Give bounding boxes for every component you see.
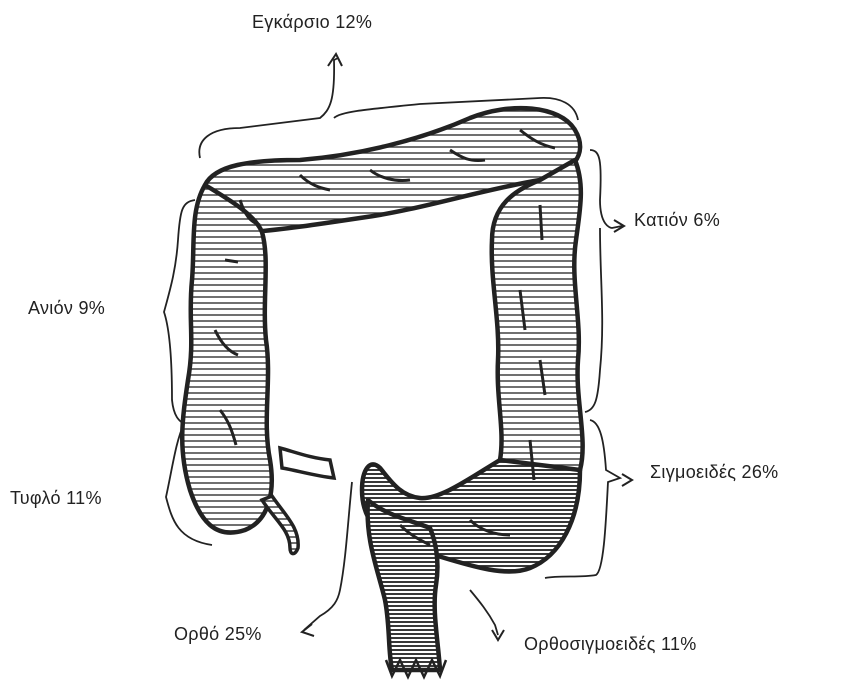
cecum-label: Τυφλό 11% <box>10 488 102 509</box>
descending-colon <box>492 160 583 506</box>
ileum-stub <box>280 448 334 478</box>
rectum <box>368 500 440 670</box>
descending-label: Κατιόν 6% <box>634 210 720 231</box>
sigmoid-label: Σιγμοειδές 26% <box>650 462 778 483</box>
ascending-label: Ανιόν 9% <box>28 298 105 319</box>
rectum-label: Ορθό 25% <box>174 624 262 645</box>
appendix <box>262 496 298 554</box>
rectosigmoid-label: Ορθοσιγμοειδές 11% <box>524 634 697 655</box>
transverse-label: Εγκάρσιο 12% <box>252 12 372 33</box>
ascending-colon <box>182 185 272 533</box>
